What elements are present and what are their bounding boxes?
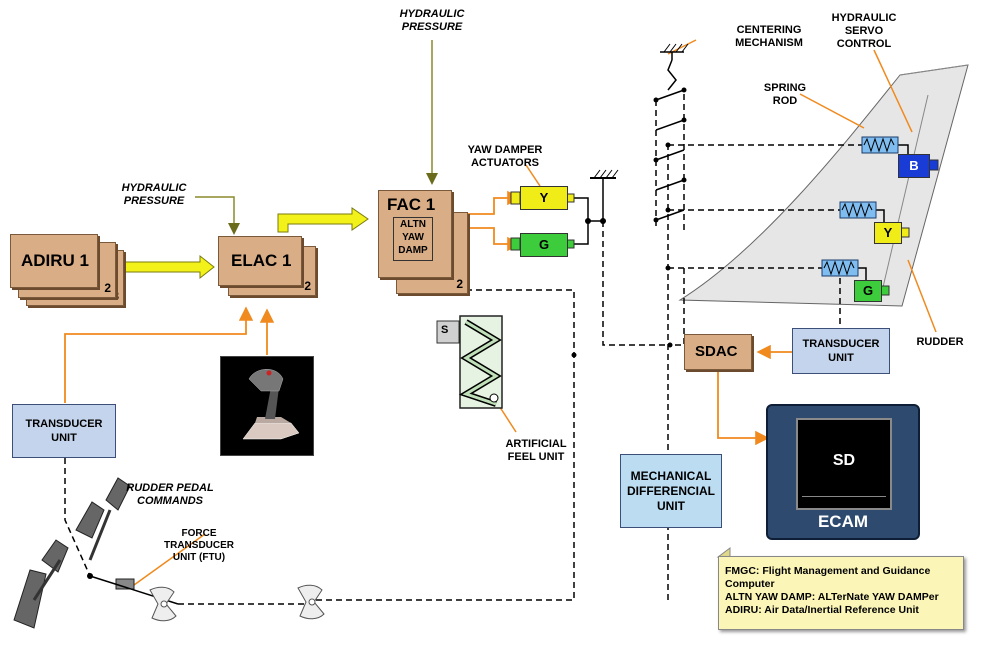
hydraulic-pressure-label-left: HYDRAULIC PRESSURE — [118, 182, 190, 208]
legend-line-adiru: ADIRU: Air Data/Inertial Reference Unit — [725, 604, 919, 616]
rudder-surface — [678, 64, 969, 307]
transducer-unit-right: TRANSDUCER UNIT — [792, 328, 890, 374]
servo-line3: CONTROL — [836, 38, 892, 50]
spring-rod-label: SPRING ROD — [760, 82, 810, 108]
yaw-damper-actuator-g: G — [520, 233, 568, 257]
mechanical-differencial-unit: MECHANICAL DIFFERENCIAL UNIT — [620, 454, 722, 528]
hyd-left-line1: HYDRAULIC — [121, 182, 187, 194]
yaw-damper-actuators-label: YAW DAMPER ACTUATORS — [460, 144, 550, 170]
adiru-num-2: 2 — [104, 281, 111, 295]
tu-left-line2: UNIT — [51, 432, 77, 444]
tu-right-line1: TRANSDUCER — [802, 338, 880, 350]
hydraulic-pressure-label-top: HYDRAULIC PRESSURE — [396, 8, 468, 34]
ftu-line2: TRANSDUCER — [164, 540, 234, 551]
ecam-sd-label: SD — [832, 452, 856, 469]
transducer-unit-left: TRANSDUCER UNIT — [12, 404, 116, 458]
hyd-top-line2: PRESSURE — [401, 21, 463, 33]
rudder-pedal-commands-label: RUDDER PEDAL COMMANDS — [120, 482, 220, 508]
yda-line1: YAW DAMPER — [467, 144, 543, 156]
hyd-top-line1: HYDRAULIC — [399, 8, 465, 20]
ecam-display: SD ECAM — [766, 404, 920, 540]
adiru-title: ADIRU 1 — [21, 251, 90, 270]
mdu-line1: MECHANICAL — [630, 468, 712, 483]
fac-inner-line2: YAW — [402, 232, 424, 243]
servo-control-g: G — [854, 280, 882, 302]
sdac-card: SDAC — [684, 334, 752, 370]
elac-num-2: 2 — [304, 279, 311, 293]
fac-inner-line3: DAMP — [398, 245, 428, 256]
artificial-feel-unit — [436, 315, 503, 409]
ftu-line3: UNIT (FTU) — [172, 552, 226, 563]
ftu-line1: FORCE — [181, 528, 217, 539]
legend-line-fmgc: FMGC: Flight Management and Guidance — [725, 565, 931, 577]
spring-line1: SPRING — [763, 82, 807, 94]
bellcrank-1 — [149, 586, 177, 622]
abbreviation-legend: FMGC: Flight Management and Guidance Com… — [718, 556, 964, 630]
arrow-adiru-elac — [117, 254, 215, 280]
servo-line2: SERVO — [844, 25, 884, 37]
yda-line2: ACTUATORS — [470, 157, 540, 169]
elac-title: ELAC 1 — [231, 251, 292, 270]
adiru-1-card: ADIRU 1 — [10, 234, 98, 288]
sdac-title: SDAC — [695, 343, 738, 360]
elac-1-card: ELAC 1 — [218, 236, 302, 286]
mdu-line2: DIFFERENCIAL — [627, 483, 715, 498]
afu-line2: FEEL UNIT — [507, 451, 565, 463]
force-transducer-unit-label: FORCE TRANSDUCER UNIT (FTU) — [160, 528, 238, 564]
spring-rod-2 — [839, 201, 877, 219]
spring-line2: ROD — [772, 95, 798, 107]
servo-control-y: Y — [874, 222, 902, 244]
centering-line2: MECHANISM — [735, 37, 803, 49]
yaw-damper-actuator-y: Y — [520, 186, 568, 210]
rpc-line2: COMMANDS — [137, 495, 203, 507]
fac-1-card: FAC 1 ALTN YAW DAMP — [378, 190, 452, 278]
artificial-feel-unit-label: ARTIFICIAL FEEL UNIT — [496, 438, 576, 464]
fac-num-2: 2 — [456, 277, 463, 291]
servo-control-b: B — [898, 154, 930, 178]
sidestick-icon — [242, 369, 300, 440]
centering-mechanism-label: CENTERING MECHANISM — [724, 24, 814, 50]
bellcrank-2 — [297, 584, 325, 620]
servo-line1: HYDRAULIC — [831, 12, 897, 24]
feel-unit-s-label: S — [441, 324, 449, 336]
rudder-pedals — [13, 477, 131, 629]
centering-line1: CENTERING — [736, 24, 802, 36]
arrow-elac-fac — [277, 207, 369, 233]
ecam-screen: SD — [796, 418, 892, 510]
sidestick-image — [220, 356, 314, 456]
ecam-screen-line — [802, 496, 886, 497]
fac-inner-line1: ALTN — [400, 219, 426, 230]
legend-line-altn: ALTN YAW DAMP: ALTerNate YAW DAMPer — [725, 591, 939, 603]
ecam-label: ECAM — [817, 512, 869, 531]
spring-rod-3 — [821, 259, 859, 277]
fac-altn-yaw-damp-box: ALTN YAW DAMP — [393, 217, 433, 261]
hydraulic-servo-control-label: HYDRAULIC SERVO CONTROL — [828, 12, 900, 51]
hyd-left-line2: PRESSURE — [123, 195, 185, 207]
legend-line-computer: Computer — [725, 578, 775, 590]
tu-right-line2: UNIT — [828, 352, 854, 364]
fac-title: FAC 1 — [387, 195, 436, 214]
rudder-label: RUDDER — [916, 336, 964, 348]
tu-left-line1: TRANSDUCER — [25, 418, 103, 430]
rpc-line1: RUDDER PEDAL — [126, 482, 214, 494]
spring-rod-1 — [861, 136, 899, 154]
mdu-line3: UNIT — [657, 498, 685, 513]
afu-line1: ARTIFICIAL — [505, 438, 567, 450]
